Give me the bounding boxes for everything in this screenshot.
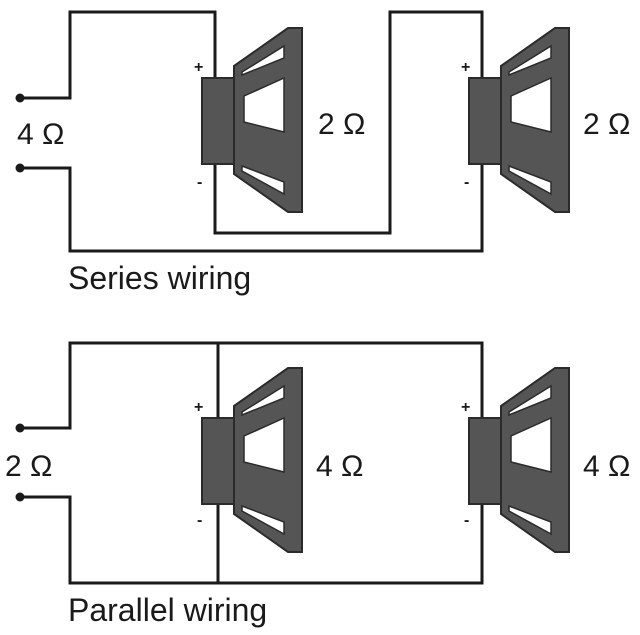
series-speaker-2 bbox=[468, 27, 570, 213]
parallel-wire-top bbox=[20, 341, 484, 430]
parallel-speaker-2-minus: - bbox=[464, 512, 469, 529]
series-terminal-plus bbox=[15, 93, 25, 103]
series-terminal-minus bbox=[15, 163, 25, 173]
parallel-circuit: 2 Ω + - 4 Ω + - 4 Ω Parallel wiring bbox=[5, 341, 630, 628]
parallel-input-impedance: 2 Ω bbox=[5, 450, 52, 483]
parallel-terminal-plus bbox=[15, 423, 25, 433]
series-input-impedance: 4 Ω bbox=[17, 118, 64, 151]
series-wire-link bbox=[213, 10, 484, 235]
speaker-icon bbox=[201, 27, 303, 213]
series-speaker-2-minus: - bbox=[464, 174, 469, 191]
series-wire-top-left bbox=[20, 10, 217, 100]
parallel-speaker-2 bbox=[468, 367, 570, 553]
series-caption: Series wiring bbox=[68, 260, 251, 296]
series-speaker-1-impedance: 2 Ω bbox=[318, 108, 365, 141]
speaker-icon bbox=[468, 27, 570, 213]
series-speaker-2-plus: + bbox=[461, 59, 470, 76]
parallel-wire-bottom bbox=[20, 495, 484, 585]
series-speaker-1 bbox=[201, 27, 303, 213]
parallel-speaker-1-impedance: 4 Ω bbox=[316, 450, 363, 483]
series-wire-return bbox=[20, 165, 484, 253]
parallel-caption: Parallel wiring bbox=[68, 592, 267, 628]
parallel-speaker-1-plus: + bbox=[194, 399, 203, 416]
series-speaker-2-impedance: 2 Ω bbox=[583, 108, 630, 141]
speaker-icon bbox=[468, 367, 570, 553]
parallel-speaker-2-plus: + bbox=[461, 399, 470, 416]
series-speaker-1-plus: + bbox=[194, 59, 203, 76]
series-speaker-1-minus: - bbox=[197, 174, 202, 191]
series-circuit: 4 Ω + - 2 Ω + - 2 Ω Series wiring bbox=[15, 10, 630, 296]
parallel-speaker-1-minus: - bbox=[197, 512, 202, 529]
parallel-terminal-minus bbox=[15, 492, 25, 502]
parallel-speaker-2-impedance: 4 Ω bbox=[583, 450, 630, 483]
